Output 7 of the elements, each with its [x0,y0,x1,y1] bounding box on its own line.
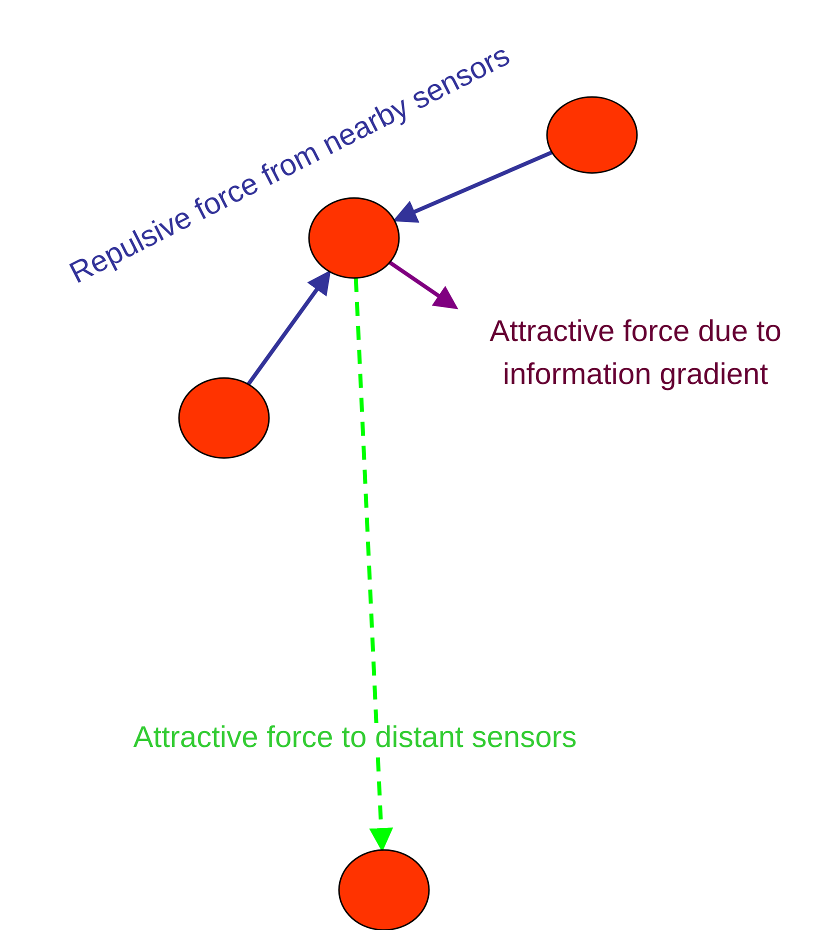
arrow [246,270,331,386]
arrow [392,150,553,223]
sensor-circle [178,377,270,459]
force-label: Attractive force due to information gradient [488,314,782,393]
sensor-circle [546,96,638,174]
arrow [388,260,458,310]
sensor-circle [308,197,400,279]
